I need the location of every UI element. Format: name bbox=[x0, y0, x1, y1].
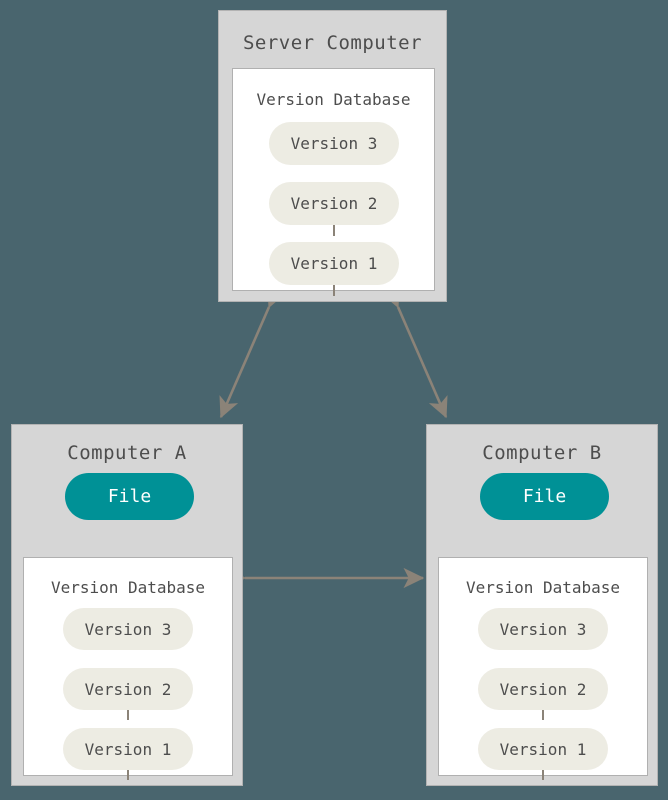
computer-a-file-pill[interactable]: File bbox=[65, 473, 194, 520]
computer-a-file-label: File bbox=[107, 486, 152, 507]
computer-a-version-pill-2[interactable]: Version 2 bbox=[63, 668, 193, 710]
computer-b-version-pill-3[interactable]: Version 3 bbox=[478, 608, 608, 650]
computer-a-version-pill-3[interactable]: Version 3 bbox=[63, 608, 193, 650]
computer-b-version-pill-3-label: Version 3 bbox=[499, 619, 587, 639]
server-version-database-panel[interactable]: Version Database Version 3 Version 2 Ver… bbox=[232, 68, 435, 296]
server-computer-title: Server Computer bbox=[242, 32, 423, 54]
computer-a-version-pill-2-label: Version 2 bbox=[84, 679, 172, 699]
computer-a-version-pill-1-label: Version 1 bbox=[84, 739, 172, 759]
computer-b-file-label: File bbox=[522, 486, 567, 507]
arrow-server-to-computer-b bbox=[380, 285, 448, 419]
server-version-pill-2-label: Version 2 bbox=[290, 194, 378, 213]
computer-b-version-database-panel[interactable]: Version Database Version 3 Version 2 Ver… bbox=[438, 557, 648, 780]
computer-a-title: Computer A bbox=[67, 442, 187, 464]
server-version-pill-3-label: Version 3 bbox=[290, 134, 378, 153]
server-version-pill-1[interactable]: Version 1 bbox=[269, 242, 399, 285]
computer-a-version-database-panel[interactable]: Version Database Version 3 Version 2 Ver… bbox=[23, 557, 233, 780]
computer-b-version-pill-2[interactable]: Version 2 bbox=[478, 668, 608, 710]
server-version-database-title: Version Database bbox=[256, 90, 411, 109]
server-pill-link-3-2 bbox=[333, 214, 335, 236]
computer-b-title: Computer B bbox=[482, 442, 602, 464]
server-version-pill-2[interactable]: Version 2 bbox=[269, 182, 399, 225]
computer-b-version-pill-1-label: Version 1 bbox=[499, 739, 587, 759]
computer-a-version-pill-3-label: Version 3 bbox=[84, 619, 172, 639]
computer-b-version-pill-1[interactable]: Version 1 bbox=[478, 728, 608, 770]
computer-b-version-pill-2-label: Version 2 bbox=[499, 679, 587, 699]
server-pill-link-2-1 bbox=[333, 274, 335, 296]
server-version-pill-3[interactable]: Version 3 bbox=[269, 122, 399, 165]
server-version-pill-1-label: Version 1 bbox=[290, 254, 378, 273]
server-computer-box[interactable]: Server Computer Version Database Version… bbox=[218, 10, 447, 302]
arrow-server-to-computer-a bbox=[219, 285, 287, 419]
computer-b-box[interactable]: Computer B File Version Database Version… bbox=[426, 424, 658, 786]
computer-a-version-database-title: Version Database bbox=[50, 578, 206, 597]
computer-a-box[interactable]: Computer A File Version Database Version… bbox=[11, 424, 243, 786]
computer-b-file-pill[interactable]: File bbox=[480, 473, 609, 520]
computer-b-version-database-title: Version Database bbox=[465, 578, 621, 597]
computer-a-version-pill-1[interactable]: Version 1 bbox=[63, 728, 193, 770]
